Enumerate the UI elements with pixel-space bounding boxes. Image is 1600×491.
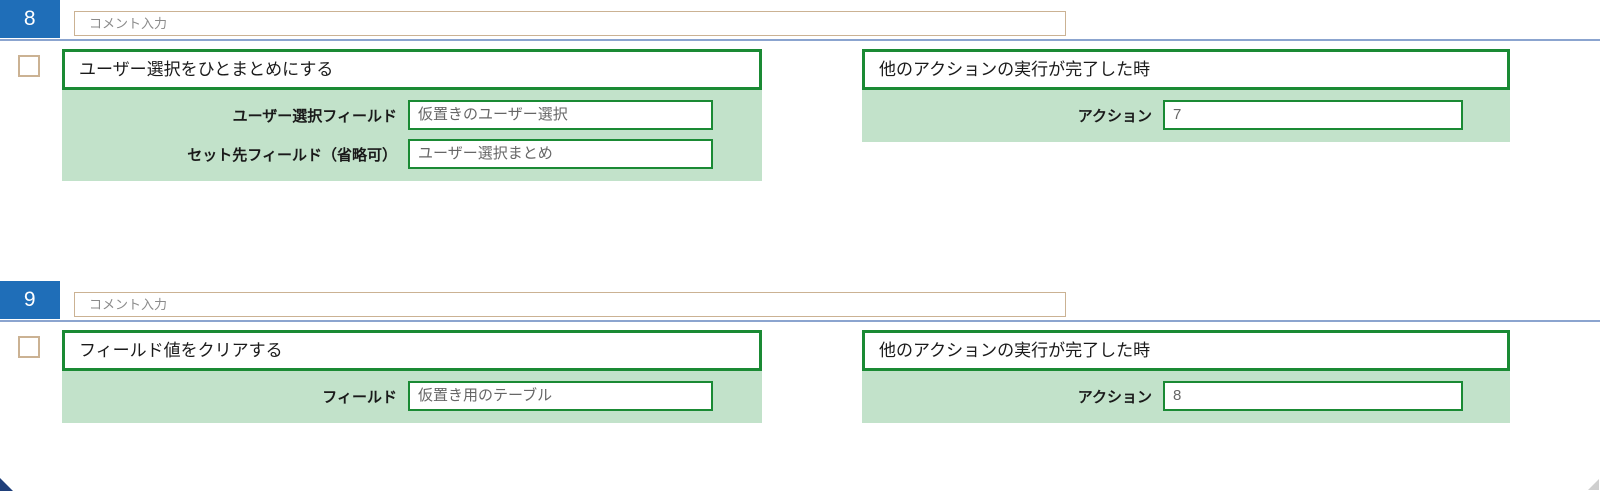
comment-input[interactable]: コメント入力 (74, 11, 1066, 36)
trigger-parameter-list: アクション 8 (862, 371, 1510, 423)
trigger-type-field[interactable]: 他のアクションの実行が完了した時 (862, 49, 1510, 90)
parameter-row: アクション 8 (862, 381, 1510, 411)
parameter-row: セット先フィールド（省略可） ユーザー選択まとめ (62, 139, 762, 169)
parameter-row: ユーザー選択フィールド 仮置きのユーザー選択 (62, 100, 762, 130)
action-definition-card: フィールド値をクリアする フィールド 仮置き用のテーブル (62, 330, 762, 423)
trigger-parameter-list: アクション 7 (862, 90, 1510, 142)
scroll-corner-caret-icon (0, 478, 13, 491)
parameter-input[interactable]: 7 (1163, 100, 1463, 130)
parameter-label: セット先フィールド（省略可） (187, 146, 397, 164)
action-header: 9 コメント入力 (0, 281, 1600, 322)
parameter-row: アクション 7 (862, 100, 1510, 130)
parameter-label: フィールド (322, 388, 397, 406)
header-divider (0, 39, 1600, 41)
select-checkbox[interactable] (18, 336, 40, 358)
parameter-input[interactable]: ユーザー選択まとめ (408, 139, 713, 169)
action-body: ユーザー選択をひとまとめにする ユーザー選択フィールド 仮置きのユーザー選択 セ… (0, 41, 1600, 181)
action-parameter-list: フィールド 仮置き用のテーブル (62, 371, 762, 423)
action-block: 8 コメント入力 ユーザー選択をひとまとめにする ユーザー選択フィールド 仮置き… (0, 0, 1600, 181)
trigger-condition-card: 他のアクションの実行が完了した時 アクション 8 (862, 330, 1510, 423)
parameter-label: アクション (1077, 388, 1152, 406)
row-number-badge[interactable]: 9 (0, 281, 60, 319)
trigger-condition-card: 他のアクションの実行が完了した時 アクション 7 (862, 49, 1510, 142)
resize-grip-icon[interactable] (1588, 479, 1599, 490)
comment-input[interactable]: コメント入力 (74, 292, 1066, 317)
action-parameter-list: ユーザー選択フィールド 仮置きのユーザー選択 セット先フィールド（省略可） ユー… (62, 90, 762, 181)
action-type-field[interactable]: ユーザー選択をひとまとめにする (62, 49, 762, 90)
action-header: 8 コメント入力 (0, 0, 1600, 41)
select-checkbox[interactable] (18, 55, 40, 77)
row-number-badge[interactable]: 8 (0, 0, 60, 38)
action-block: 9 コメント入力 フィールド値をクリアする フィールド 仮置き用のテーブル 他の… (0, 281, 1600, 442)
parameter-input[interactable]: 仮置き用のテーブル (408, 381, 713, 411)
action-type-field[interactable]: フィールド値をクリアする (62, 330, 762, 371)
parameter-input[interactable]: 仮置きのユーザー選択 (408, 100, 713, 130)
parameter-label: ユーザー選択フィールド (232, 107, 397, 125)
action-body: フィールド値をクリアする フィールド 仮置き用のテーブル 他のアクションの実行が… (0, 322, 1600, 442)
parameter-row: フィールド 仮置き用のテーブル (62, 381, 762, 411)
trigger-type-field[interactable]: 他のアクションの実行が完了した時 (862, 330, 1510, 371)
parameter-label: アクション (1077, 107, 1152, 125)
parameter-input[interactable]: 8 (1163, 381, 1463, 411)
action-definition-card: ユーザー選択をひとまとめにする ユーザー選択フィールド 仮置きのユーザー選択 セ… (62, 49, 762, 181)
header-divider (0, 320, 1600, 322)
